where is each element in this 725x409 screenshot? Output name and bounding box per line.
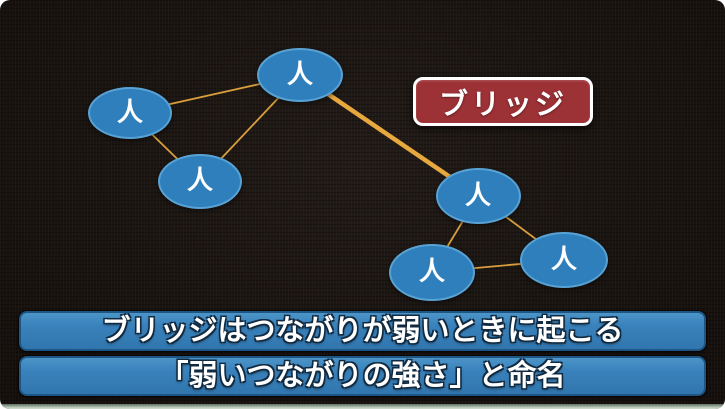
bridge-label: ブリッジ (413, 77, 593, 126)
person-node-bottom-right: 人 (520, 232, 608, 288)
person-glyph: 人 (418, 256, 445, 286)
person-glyph: 人 (464, 180, 491, 210)
caption-text-2: 「弱いつながりの強さ」と命名 (159, 359, 566, 392)
bottom-edge-strip (0, 404, 725, 409)
person-node-top: 人 (257, 48, 343, 102)
person-glyph: 人 (550, 244, 577, 274)
person-glyph: 人 (286, 59, 313, 89)
caption-bar-2: 「弱いつながりの強さ」と命名 (19, 356, 706, 396)
person-node-mid-left: 人 (158, 153, 242, 209)
caption-bar-1: ブリッジはつながりが弱いときに起こる (19, 311, 706, 351)
caption-text-1: ブリッジはつながりが弱いときに起こる (101, 314, 624, 347)
person-glyph: 人 (116, 97, 143, 127)
person-node-bottom-mid: 人 (389, 243, 475, 301)
bridge-label-text: ブリッジ (438, 88, 567, 121)
person-glyph: 人 (186, 165, 213, 195)
person-node-left: 人 (88, 87, 172, 139)
person-node-right: 人 (435, 168, 521, 224)
